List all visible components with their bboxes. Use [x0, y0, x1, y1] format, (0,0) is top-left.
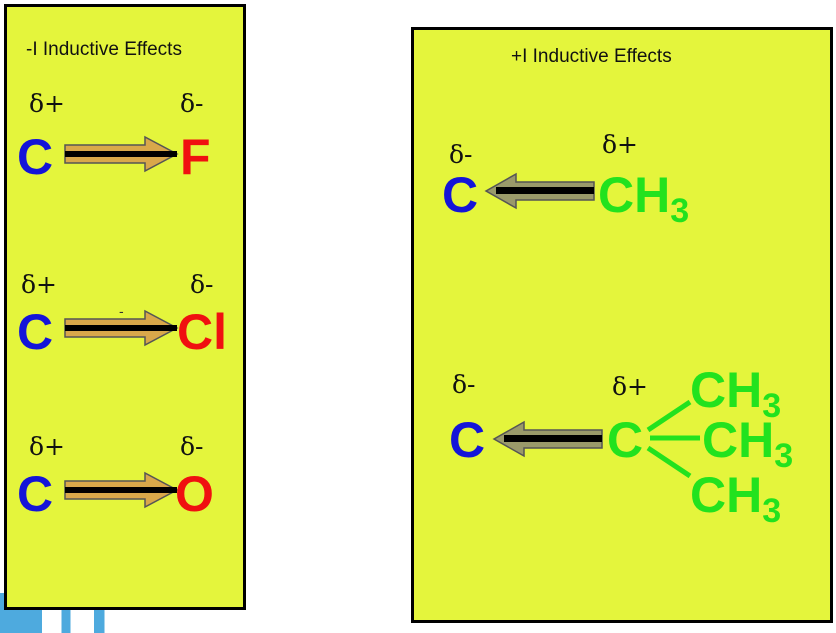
- carbon-atom: C: [17, 129, 54, 185]
- panel-title: +I Inductive Effects: [511, 46, 672, 67]
- carbon-atom: C: [17, 304, 54, 360]
- arrow-right-icon: [64, 309, 179, 347]
- bond-line: [65, 487, 177, 493]
- arrow-right-icon: [64, 135, 179, 173]
- carbon-atom: C: [442, 167, 479, 223]
- quaternary-carbon-atom: C: [607, 412, 644, 468]
- bond-line: [65, 325, 177, 331]
- arrow-right-icon: [64, 471, 179, 509]
- plus-i-panel: +I Inductive Effects δ- δ+ C CH3 δ- δ+ C…: [411, 27, 833, 623]
- partial-negative-charge: δ-: [190, 270, 214, 299]
- branch-bonds: [646, 399, 700, 479]
- panel-title: -I Inductive Effects: [26, 39, 182, 60]
- carbon-atom: C: [17, 466, 54, 522]
- partial-positive-charge: δ+: [612, 372, 648, 401]
- minus-mark: -: [119, 303, 124, 319]
- bond-lower: [646, 445, 692, 479]
- partial-positive-charge: δ+: [602, 130, 638, 159]
- methyl-group-upper: CH3: [690, 362, 782, 425]
- partial-negative-charge: δ-: [449, 140, 473, 169]
- arrow-left-icon: [484, 172, 595, 210]
- methyl-group: CH3: [598, 167, 690, 230]
- minus-i-panel: -I Inductive Effects δ+ δ- C F δ+ δ- C -…: [4, 4, 246, 610]
- methyl-group-lower: CH3: [690, 467, 782, 530]
- partial-negative-charge: δ-: [180, 89, 204, 118]
- bond-upper: [646, 399, 692, 433]
- fluorine-atom: F: [180, 129, 211, 185]
- bond-line: [65, 151, 177, 157]
- partial-positive-charge: δ+: [21, 270, 57, 299]
- chlorine-atom: Cl: [177, 304, 227, 360]
- oxygen-atom: O: [175, 466, 214, 522]
- partial-negative-charge: δ-: [452, 370, 476, 399]
- carbon-atom: C: [449, 412, 486, 468]
- arrow-left-icon: [492, 420, 603, 458]
- bond-line: [496, 187, 594, 194]
- bond-line: [504, 435, 602, 442]
- partial-positive-charge: δ+: [29, 89, 65, 118]
- partial-positive-charge: δ+: [29, 432, 65, 461]
- partial-negative-charge: δ-: [180, 432, 204, 461]
- methyl-group-middle: CH3: [702, 412, 794, 475]
